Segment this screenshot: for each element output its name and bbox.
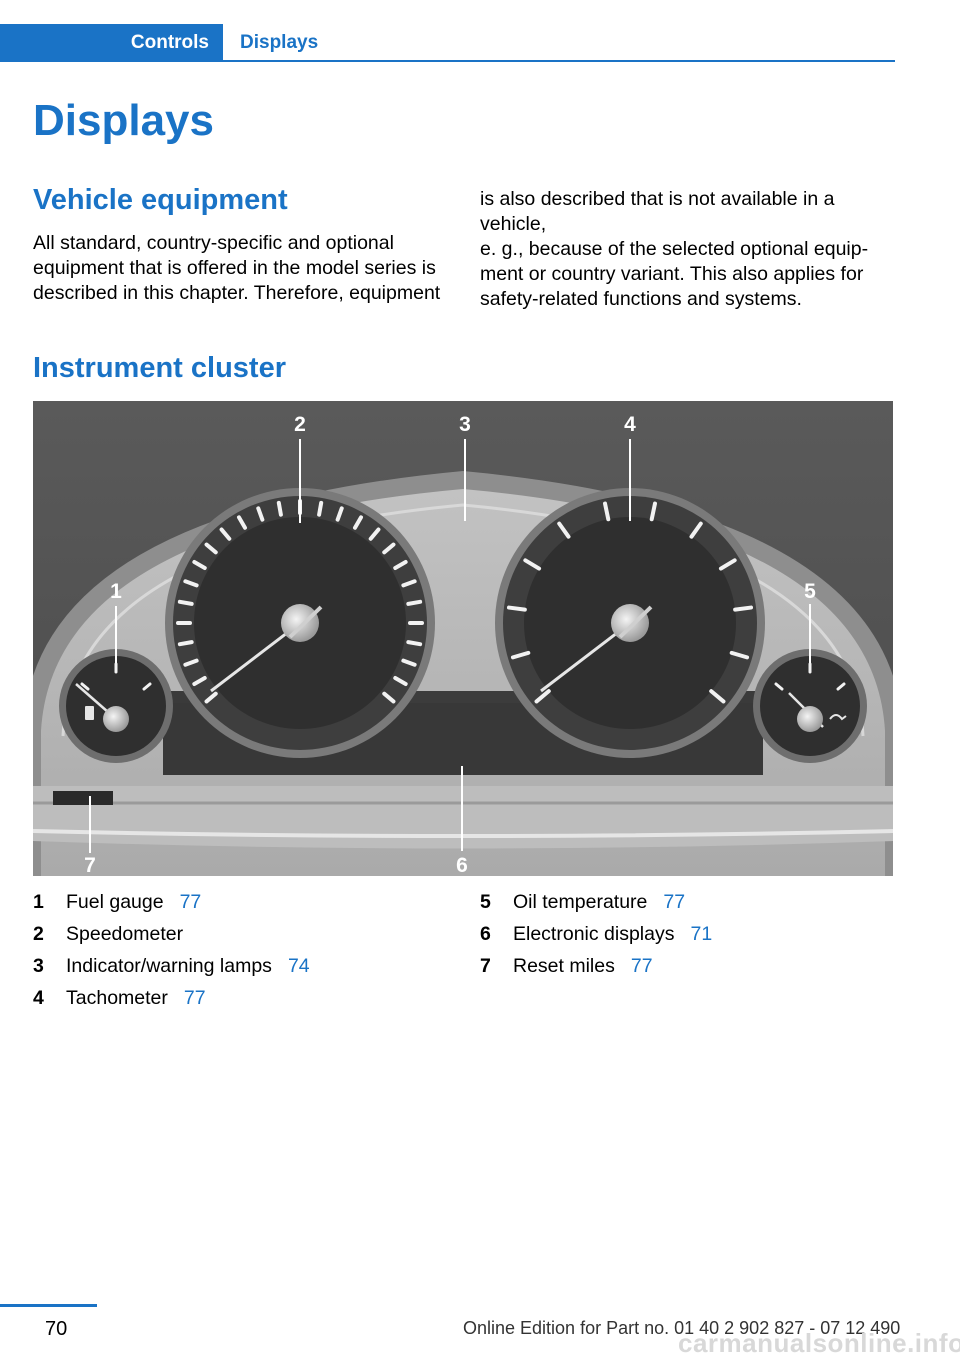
tab-controls[interactable]: Controls (0, 24, 223, 62)
page-reference-link[interactable]: 77 (179, 891, 202, 913)
speedometer-gauge (165, 488, 435, 758)
legend-number: 1 (33, 891, 44, 913)
callout-5: 5 (804, 580, 816, 603)
section-heading-vehicle-equipment: Vehicle equipment (33, 184, 288, 216)
legend-item: 7 Reset miles 77 (480, 950, 900, 982)
gauge-tick (510, 650, 531, 660)
text-line: All standard, country-specific and optio… (33, 232, 394, 254)
legend-label: Reset miles (513, 955, 615, 977)
gauge-tick (219, 527, 232, 541)
gauge-tick (406, 640, 423, 647)
legend-item: 1 Fuel gauge 77 (33, 886, 453, 918)
page-reference-link[interactable]: 77 (663, 891, 686, 913)
gauge-tick (733, 605, 754, 612)
gauge-tick (718, 558, 737, 571)
reset-miles-button-graphic (53, 791, 113, 805)
page-number: 70 (45, 1318, 68, 1340)
legend-item: 2 Speedometer (33, 918, 453, 950)
gauge-tick (317, 500, 324, 517)
gauge-tick (368, 527, 381, 541)
gauge-tick (237, 515, 247, 530)
legend-number: 5 (480, 891, 491, 913)
watermark: carmanualsonline.info (678, 1328, 960, 1358)
legend-label: Oil temperature (513, 891, 648, 913)
gauge-tick (204, 691, 218, 704)
gauge-tick (401, 579, 417, 588)
tachometer-gauge (495, 488, 765, 758)
page-reference-link[interactable]: 74 (287, 955, 310, 977)
page-reference-link[interactable]: 71 (690, 923, 713, 945)
gauge-tick (276, 500, 283, 517)
legend-number: 7 (480, 955, 491, 977)
gauge-tick (401, 658, 417, 667)
legend-label: Indicator/warning lamps (66, 955, 272, 977)
callout-3: 3 (459, 413, 471, 436)
footer-divider (0, 1304, 97, 1307)
page-title: Displays (33, 96, 214, 145)
gauge-tick (393, 676, 408, 686)
legend-label: Tachometer (66, 987, 168, 1009)
section1-column-1: All standard, country-specific and optio… (33, 231, 453, 306)
footer-edition: Online Edition for Part no. 01 40 2 902 … (463, 1318, 901, 1338)
callout-1: 1 (110, 580, 122, 603)
gauge-tick (177, 640, 194, 647)
gauge-tick (689, 521, 703, 539)
legend-right: 5 Oil temperature 77 6 Electronic displa… (480, 886, 900, 982)
page-reference-link[interactable]: 77 (630, 955, 653, 977)
text-line: described in this chapter. Therefore, eq… (33, 282, 441, 304)
section1-column-2: is also described that is not available … (480, 187, 900, 312)
legend-number: 6 (480, 923, 491, 945)
text-line: safety-related functions and systems. (480, 288, 802, 310)
tabbar-underline (0, 60, 895, 62)
gauge-tick (183, 658, 199, 667)
gauge-tick (393, 560, 408, 570)
legend-number: 4 (33, 987, 44, 1009)
fuel-gauge (59, 649, 173, 763)
legend-item: 4 Tachometer 77 (33, 982, 453, 1014)
text-line: is also described that is not available … (480, 188, 835, 235)
gauge-tick (256, 506, 265, 522)
gauge-tick (729, 650, 750, 660)
gauge-tick (204, 542, 218, 555)
gauge-tick (353, 515, 363, 530)
instrument-cluster-illustration: 1 2 3 4 5 6 7 (33, 401, 893, 876)
legend-label: Speedometer (66, 923, 184, 945)
legend-label: Fuel gauge (66, 891, 164, 913)
gauge-tick (335, 506, 344, 522)
page-reference-link[interactable]: 77 (183, 987, 206, 1009)
section-heading-instrument-cluster: Instrument cluster (33, 352, 286, 384)
gauge-tick (177, 599, 194, 606)
gauge-tick (534, 689, 551, 704)
gauge-tick (649, 501, 657, 522)
gauge-tick (192, 560, 207, 570)
callout-2: 2 (294, 413, 306, 436)
gauge-tick (523, 558, 542, 571)
legend-item: 3 Indicator/warning lamps 74 (33, 950, 453, 982)
gauge-tick (192, 676, 207, 686)
legend-number: 2 (33, 923, 44, 945)
callout-6: 6 (456, 854, 468, 876)
legend-number: 3 (33, 955, 44, 977)
text-line: ment or country variant. This also appli… (480, 263, 864, 285)
legend-label: Electronic displays (513, 923, 675, 945)
legend-item: 5 Oil temperature 77 (480, 886, 900, 918)
callout-4: 4 (624, 413, 636, 436)
legend-left: 1 Fuel gauge 77 2 Speedometer 3 Indicato… (33, 886, 453, 1014)
legend-item: 6 Electronic displays 71 (480, 918, 900, 950)
gauge-tick (506, 605, 527, 612)
gauge-tick (406, 599, 423, 606)
oil-temperature-gauge (753, 649, 867, 763)
text-line: e. g., because of the selected optional … (480, 238, 869, 260)
gauge-tick (603, 501, 611, 522)
tab-displays[interactable]: Displays (240, 32, 319, 53)
header-tabbar: Controls Displays (0, 24, 895, 62)
gauge-tick (382, 691, 396, 704)
callout-7: 7 (84, 854, 96, 876)
gauge-tick (557, 521, 571, 539)
gauge-tick (709, 689, 726, 704)
gauge-tick (183, 579, 199, 588)
gauge-tick (382, 542, 396, 555)
text-line: equipment that is offered in the model s… (33, 257, 436, 279)
